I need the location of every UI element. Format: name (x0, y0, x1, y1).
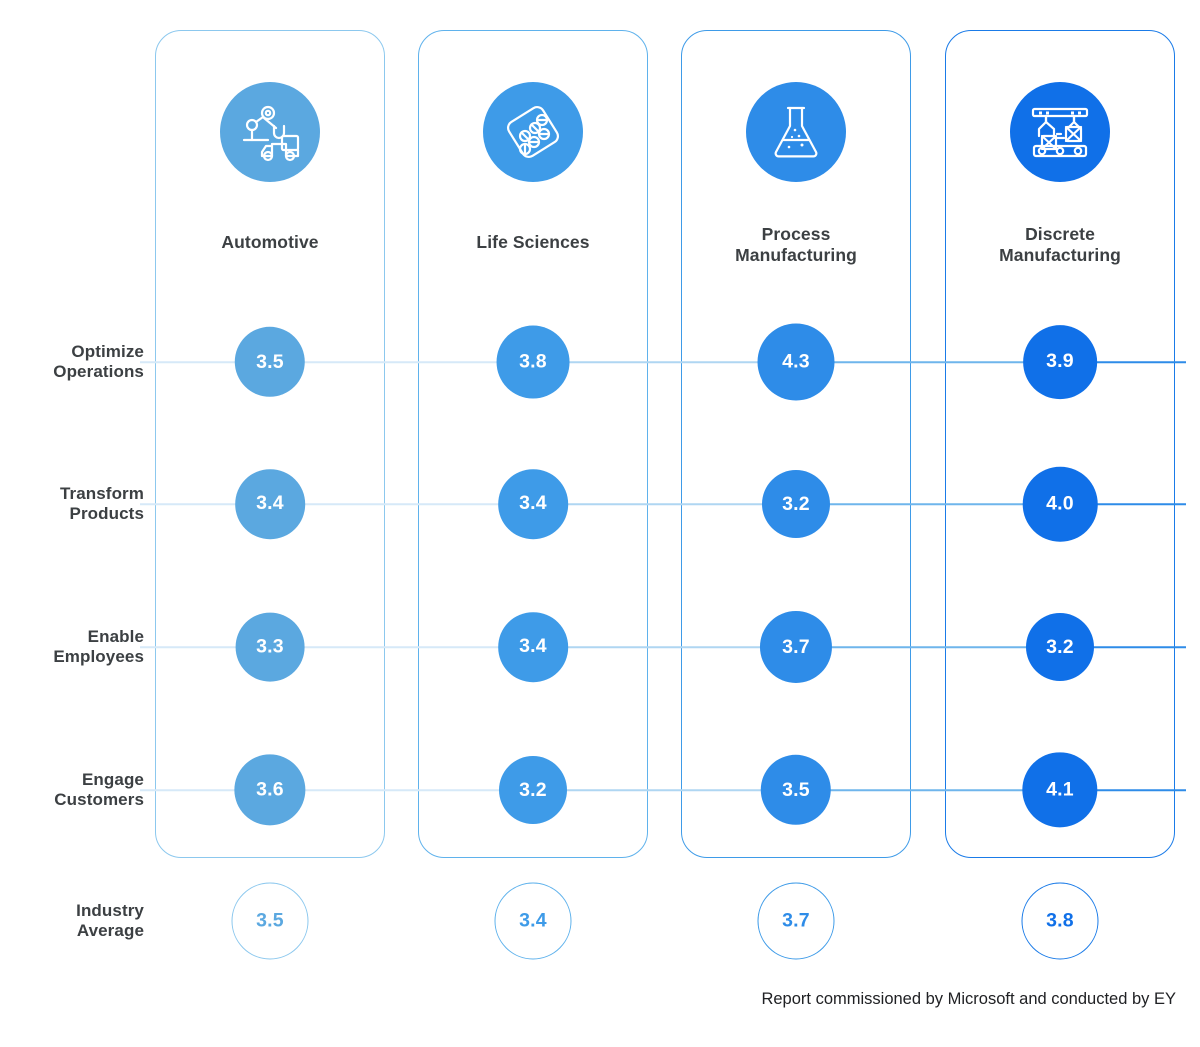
row-label-industry-average-line1: Industry (76, 900, 144, 920)
row-line-segment (533, 789, 796, 791)
value-bubble-r3-c2: 3.4 (498, 612, 568, 682)
row-line-segment (270, 503, 533, 505)
row-line-segment (796, 503, 1060, 505)
robot-arm-truck-icon (220, 82, 320, 182)
value-bubble-r4-c4: 4.1 (1022, 752, 1098, 828)
value-bubble-r4-c1: 3.6 (234, 754, 306, 826)
value-bubble-r2-c1: 3.4 (235, 469, 305, 539)
column-title-line1: Automotive (221, 232, 319, 252)
column-title-line2: Manufacturing (735, 245, 857, 266)
column-card-2 (418, 30, 648, 858)
row-label-1-line2: Operations (53, 362, 144, 381)
column-title-line1: Process (761, 224, 831, 244)
pill-blister-pack-icon (483, 82, 583, 182)
value-bubble-r1-c1: 3.5 (234, 326, 306, 398)
row-label-4-line1: Engage (81, 769, 144, 789)
row-line-segment (270, 789, 533, 791)
industry-average-circle-c3: 3.7 (757, 882, 835, 960)
row-line-segment (140, 361, 270, 363)
industry-average-circle-c2: 3.4 (494, 882, 572, 960)
row-line-segment (1060, 361, 1186, 363)
column-card-3 (681, 30, 911, 858)
row-line-segment (796, 789, 1060, 791)
row-label-2-line1: Transform (59, 483, 144, 503)
column-card-1 (155, 30, 385, 858)
industry-average-circle-c4: 3.8 (1021, 882, 1099, 960)
value-bubble-r1-c4: 3.9 (1023, 325, 1097, 399)
value-bubble-r4-c2: 3.2 (499, 756, 567, 824)
value-bubble-r2-c4: 4.0 (1022, 466, 1098, 542)
row-label-1-line1: Optimize (71, 341, 144, 361)
value-bubble-r2-c3: 3.2 (762, 470, 830, 538)
row-line-segment (270, 646, 533, 648)
row-line-segment (1060, 503, 1186, 505)
industry-average-circle-c1: 3.5 (231, 882, 309, 960)
footer-attribution: Report commissioned by Microsoft and con… (761, 990, 1176, 1008)
row-label-2-line2: Products (69, 504, 144, 523)
column-title-line1: Life Sciences (476, 232, 590, 252)
row-label-4-line2: Customers (54, 790, 144, 809)
value-bubble-r1-c3: 4.3 (757, 323, 835, 401)
row-line-segment (140, 646, 270, 648)
row-line-segment (1060, 646, 1186, 648)
column-title-line1: Discrete (1025, 224, 1095, 244)
column-title-line2: Manufacturing (999, 245, 1121, 266)
column-card-4 (945, 30, 1175, 858)
assembly-line-icon (1010, 82, 1110, 182)
value-bubble-r2-c2: 3.4 (498, 469, 568, 539)
row-line-segment (533, 646, 796, 648)
row-line-segment (796, 361, 1060, 363)
row-line-segment (533, 503, 796, 505)
row-line-segment (270, 361, 533, 363)
row-label-3-line2: Employees (53, 647, 144, 666)
value-bubble-r3-c1: 3.3 (235, 612, 305, 682)
erlenmeyer-flask-icon (746, 82, 846, 182)
value-bubble-r3-c3: 3.7 (759, 610, 833, 684)
row-line-segment (1060, 789, 1186, 791)
row-label-3-line1: Enable (87, 626, 144, 646)
row-line-segment (140, 503, 270, 505)
row-label-industry-average-line2: Average (76, 921, 144, 940)
value-bubble-r4-c3: 3.5 (760, 754, 832, 826)
row-line-segment (533, 361, 796, 363)
value-bubble-r3-c4: 3.2 (1026, 613, 1094, 681)
column-title-2: Life Sciences (418, 232, 648, 253)
row-line-segment (796, 646, 1060, 648)
value-bubble-r1-c2: 3.8 (496, 325, 570, 399)
column-title-1: Automotive (155, 232, 385, 253)
row-line-segment (140, 789, 270, 791)
